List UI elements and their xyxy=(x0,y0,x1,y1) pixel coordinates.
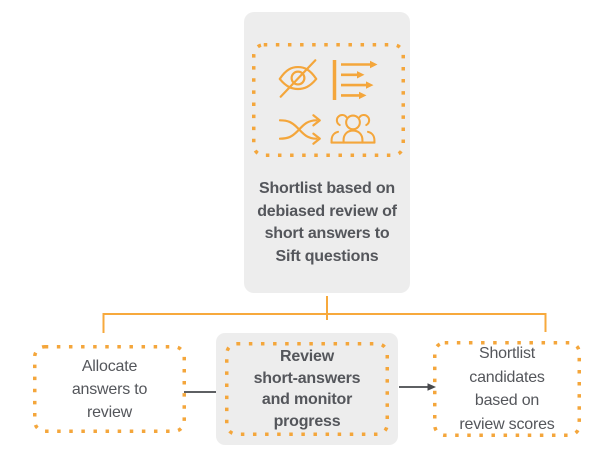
label-line: short answers to xyxy=(264,225,390,242)
label-line: Review xyxy=(280,348,334,365)
label-line: answers to xyxy=(71,380,148,398)
shuffle-icon xyxy=(279,112,323,147)
label-line: and monitor xyxy=(261,391,353,408)
arrow-mid-to-right xyxy=(399,383,436,391)
eye-slash-icon xyxy=(277,57,319,100)
label-line: short-answers xyxy=(253,369,361,387)
top-node-label: Shortlist based on debiased review of sh… xyxy=(244,178,410,268)
label-line: Shortlist xyxy=(479,345,535,362)
node-review-short-answers: Review short-answers and monitor progres… xyxy=(216,333,398,445)
group-icon xyxy=(329,107,377,149)
label-line: review scores xyxy=(459,415,555,433)
label-line: candidates xyxy=(469,368,545,386)
bottom-node-label: Allocate answers to review xyxy=(33,345,186,433)
node-shortlist-candidates: Shortlist candidates based on review sco… xyxy=(433,341,581,437)
label-line: Sift questions xyxy=(275,247,379,265)
label-line: progress xyxy=(273,412,341,430)
label-line: based on xyxy=(474,392,540,409)
bottom-node-label: Shortlist candidates based on review sco… xyxy=(433,341,581,437)
bottom-node-label: Review short-answers and monitor progres… xyxy=(216,333,398,445)
node-allocate-answers: Allocate answers to review xyxy=(33,345,186,433)
node-shortlist-debiased: Shortlist based on debiased review of sh… xyxy=(244,12,410,293)
list-arrows-icon xyxy=(332,60,384,100)
label-line: Shortlist based on xyxy=(259,180,395,197)
label-line: review xyxy=(86,403,133,421)
label-line: debiased review of xyxy=(257,202,397,220)
label-line: Allocate xyxy=(81,357,138,375)
